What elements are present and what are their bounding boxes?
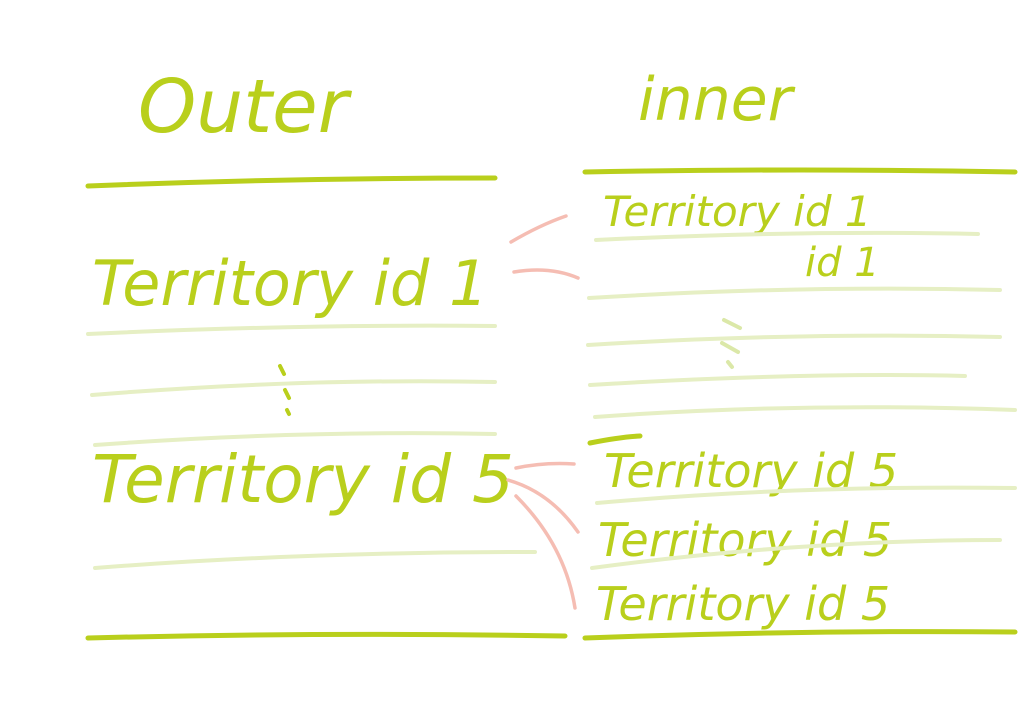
link-id1-b [512, 268, 580, 280]
link-id5-c [514, 494, 577, 610]
ellipsis-dot [285, 408, 291, 416]
outer-row-id5: Territory id 5 [92, 441, 514, 518]
inner-row-divider [587, 286, 1002, 300]
ellipsis-dot [278, 364, 286, 376]
link-id5-a [514, 461, 576, 470]
inner-row-id1: Territory id 1 [603, 187, 872, 236]
inner-row-divider [586, 333, 1002, 347]
outer-row-id1: Territory id 1 [92, 247, 488, 320]
outer-row-divider [86, 323, 497, 336]
link-id5-b [506, 478, 580, 534]
inner-table: inner Territory id 1 id 1 Territory id 5… [582, 65, 1018, 641]
inner-row-divider [594, 230, 980, 242]
link-id1-a [509, 214, 568, 244]
outer-row-divider [93, 431, 497, 447]
inner-row-divider [595, 485, 1017, 505]
outer-table: Outer Territory id 1 Territory id 5 [85, 64, 568, 641]
ellipsis-dot [722, 318, 742, 330]
outer-row-divider [90, 379, 497, 397]
outer-title: Outer [138, 64, 353, 150]
ellipsis-dot [726, 360, 734, 369]
inner-stroke [587, 433, 643, 446]
outer-row-divider [93, 550, 537, 570]
join-links [506, 214, 580, 610]
inner-row-id5-c: Territory id 5 [596, 577, 890, 631]
ellipsis-dot [283, 388, 291, 400]
inner-row-id1-dup: id 1 [805, 240, 880, 286]
inner-top-line [582, 167, 1018, 175]
inner-row-divider [590, 538, 1002, 570]
outer-top-line [85, 175, 498, 189]
inner-row-id5-b: Territory id 5 [598, 513, 892, 567]
inner-row-divider [588, 373, 967, 387]
outer-bottom-line [85, 631, 568, 641]
inner-row-divider [593, 405, 1017, 419]
ellipsis-dot [720, 341, 740, 354]
inner-title: inner [638, 65, 796, 135]
inner-bottom-line [582, 629, 1018, 641]
